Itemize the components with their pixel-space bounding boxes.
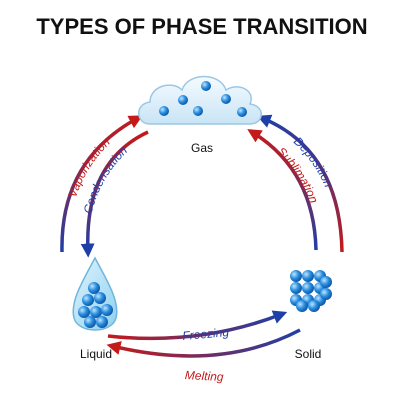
- condensation-arrow: [80, 130, 149, 258]
- deposition-arrow: [256, 114, 344, 253]
- liquid-molecule: [84, 316, 96, 328]
- freezing-label: Freezing: [182, 325, 230, 343]
- sublimation-label-wrap: Sublimation: [274, 144, 321, 205]
- solid-molecule: [302, 270, 314, 282]
- solid-label: Solid: [295, 347, 322, 361]
- solid-molecule: [290, 282, 302, 294]
- sublimation-arrow: [247, 129, 318, 251]
- gas-molecule: [221, 94, 231, 104]
- melting-arrow: [106, 328, 301, 358]
- solid-lattice-icon: [290, 270, 332, 312]
- liquid-molecule: [94, 292, 106, 304]
- liquid-molecule: [90, 306, 102, 318]
- liquid-molecule: [101, 304, 113, 316]
- melting-label: Melting: [185, 368, 225, 384]
- liquid-label: Liquid: [80, 347, 112, 361]
- freezing-arrow: [107, 310, 288, 341]
- gas-cloud-icon: [138, 75, 262, 125]
- sublimation-label: Sublimation: [274, 144, 321, 205]
- vaporization-arrow: [60, 115, 143, 253]
- gas-molecule: [201, 81, 211, 91]
- liquid-drop-icon: [72, 256, 118, 331]
- gas-molecule: [193, 106, 203, 116]
- solid-molecule: [308, 300, 320, 312]
- solid-molecule: [290, 270, 302, 282]
- liquid-molecule: [78, 306, 90, 318]
- diagram-title: TYPES OF PHASE TRANSITION: [36, 14, 367, 39]
- gas-molecule: [178, 95, 188, 105]
- liquid-molecule: [96, 316, 108, 328]
- solid-molecule: [320, 276, 332, 288]
- gas-label: Gas: [191, 141, 213, 155]
- liquid-molecule: [88, 282, 100, 294]
- gas-molecule: [159, 106, 169, 116]
- solid-molecule: [320, 288, 332, 300]
- liquid-molecule: [82, 294, 94, 306]
- solid-molecule: [302, 282, 314, 294]
- gas-molecule: [237, 107, 247, 117]
- solid-molecule: [296, 300, 308, 312]
